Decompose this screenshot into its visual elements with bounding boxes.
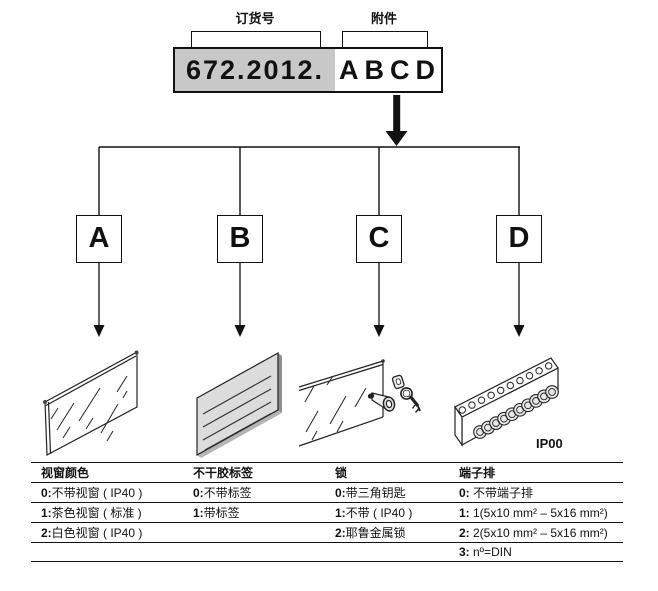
branch-box-b: B bbox=[217, 215, 263, 263]
branch-box-a: A bbox=[76, 215, 122, 263]
ordering-code-box: 672.2012. ABCD bbox=[173, 47, 443, 93]
option-cell: 0:不带标签 bbox=[193, 486, 252, 500]
option-cell: 3: nº=DIN bbox=[459, 545, 512, 559]
accessories-bracket bbox=[342, 31, 428, 47]
option-cell bbox=[335, 543, 459, 561]
option-cell: 1:茶色视窗 ( 标准 ) bbox=[41, 506, 142, 520]
option-cell bbox=[193, 543, 335, 561]
option-cell: 1: 1(5x10 mm² – 5x16 mm²) bbox=[459, 505, 608, 520]
ip-rating-label: IP00 bbox=[536, 436, 563, 451]
options-table: 视窗颜色 不干胶标签 锁 端子排 0:不带视窗 ( IP40 ) 0:不带标签 … bbox=[31, 462, 623, 562]
table-row: 3: nº=DIN bbox=[31, 543, 623, 562]
code-suffix: ABCD bbox=[339, 54, 441, 85]
option-cell: 1:不带 ( IP40 ) bbox=[335, 506, 413, 520]
header-adhesive-label: 不干胶标签 bbox=[193, 466, 254, 480]
terminal-strip-icon bbox=[454, 357, 559, 447]
lock-with-keys-icon bbox=[298, 359, 421, 447]
table-row: 2:白色视窗 ( IP40 ) 2:耶鲁金属锁 2: 2(5x10 mm² – … bbox=[31, 523, 623, 543]
option-cell: 2:白色视窗 ( IP40 ) bbox=[41, 526, 143, 540]
option-cell: 2: 2(5x10 mm² – 5x16 mm²) bbox=[459, 525, 608, 540]
table-row: 1:茶色视窗 ( 标准 ) 1:带标签 1:不带 ( IP40 ) 1: 1(5… bbox=[31, 503, 623, 523]
table-row: 0:不带视窗 ( IP40 ) 0:不带标签 0:带三角钥匙 0: 不带端子排 bbox=[31, 483, 623, 503]
option-cell: 0:不带视窗 ( IP40 ) bbox=[41, 486, 143, 500]
order-number-label: 订货号 bbox=[235, 11, 275, 26]
option-cell bbox=[31, 543, 193, 561]
branch-tree-lines bbox=[98, 146, 520, 215]
down-arrow-thick bbox=[385, 95, 408, 146]
table-header-row: 视窗颜色 不干胶标签 锁 端子排 bbox=[31, 463, 623, 483]
option-cell: 2:耶鲁金属锁 bbox=[335, 526, 406, 540]
branch-box-c: C bbox=[356, 215, 402, 263]
glass-window-icon bbox=[43, 350, 139, 456]
branch-arrows bbox=[93, 263, 525, 337]
order-number-bracket bbox=[191, 31, 321, 47]
option-cell bbox=[193, 523, 335, 542]
adhesive-label-icon bbox=[196, 351, 282, 458]
option-cell: 1:带标签 bbox=[193, 506, 240, 520]
header-lock: 锁 bbox=[335, 466, 348, 480]
branch-box-d: D bbox=[496, 215, 542, 263]
code-prefix: 672.2012. bbox=[175, 49, 335, 91]
header-terminal-strip: 端子排 bbox=[459, 466, 496, 480]
option-cell: 0: 不带端子排 bbox=[459, 486, 534, 500]
option-cell: 0:带三角钥匙 bbox=[335, 486, 406, 500]
header-window-color: 视窗颜色 bbox=[41, 466, 90, 480]
accessories-label: 附件 bbox=[370, 11, 397, 26]
